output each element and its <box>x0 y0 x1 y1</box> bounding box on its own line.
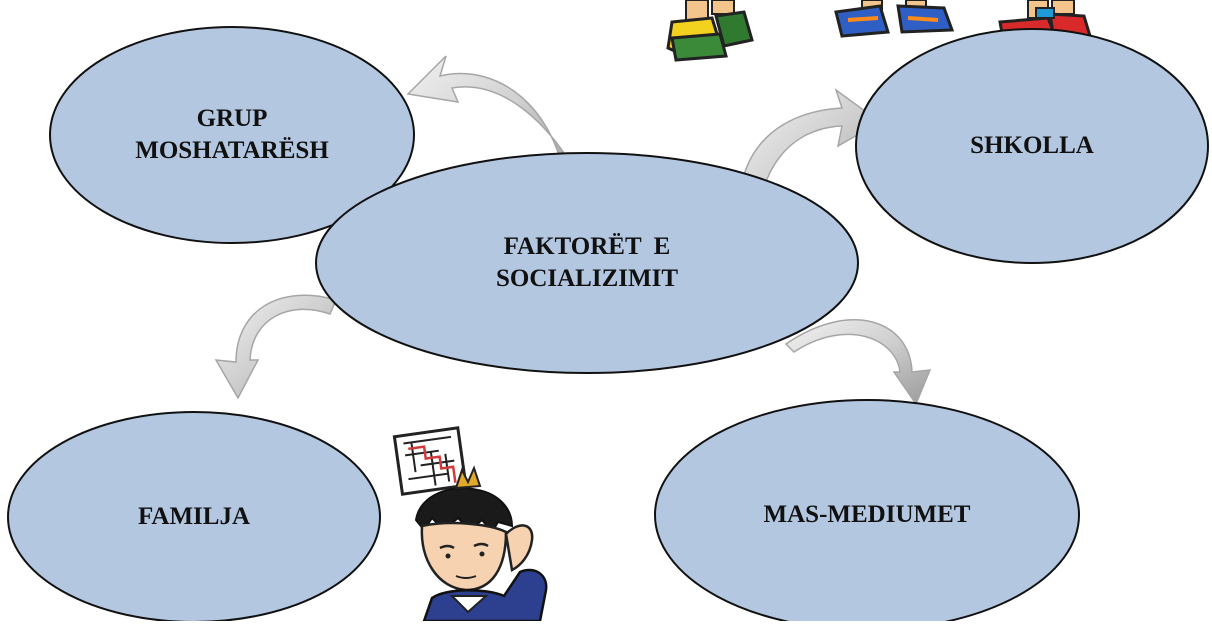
school-ellipse <box>855 28 1209 264</box>
arrow-to-mass-media <box>784 319 932 406</box>
thinking-boy-with-maze-icon <box>392 426 548 623</box>
peer-group-ellipse <box>49 26 415 244</box>
mass-media-ellipse <box>654 399 1080 630</box>
center-ellipse <box>315 152 859 374</box>
arrow-to-peer-group <box>406 55 586 187</box>
family-ellipse <box>7 411 381 623</box>
arrow-to-family <box>214 294 338 400</box>
arrow-to-school <box>739 88 882 229</box>
